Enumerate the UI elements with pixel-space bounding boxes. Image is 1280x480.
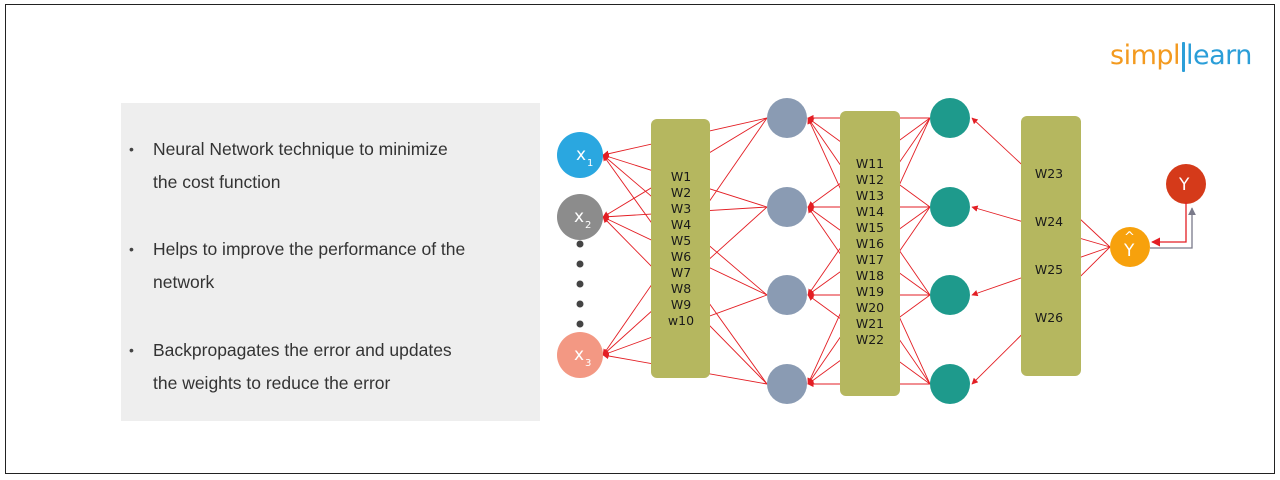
weight-label: W12 — [856, 172, 884, 187]
weight-label: W3 — [671, 201, 691, 216]
target-label: Y — [1178, 175, 1190, 195]
compare-arrow — [1150, 207, 1196, 249]
weight-box-layer1 — [651, 119, 710, 378]
weight-label: W24 — [1035, 214, 1063, 229]
ellipsis-dot — [576, 280, 584, 288]
input-x1-subscript: 1 — [587, 158, 593, 169]
hidden-layer2-node — [930, 364, 970, 404]
hidden-layer2-node — [930, 98, 970, 138]
weight-label: W5 — [671, 233, 691, 248]
input-x3-label: x — [574, 345, 584, 365]
hidden-layer1-node — [767, 98, 807, 138]
target-node — [1166, 164, 1206, 204]
bullet-item: • Helps to improve the performance of th… — [129, 233, 538, 299]
weight-label: W23 — [1035, 166, 1063, 181]
input-x1-label: x — [576, 145, 586, 165]
logo-text-simpl: simpl — [1110, 40, 1181, 71]
hidden-layer2-node — [930, 187, 970, 227]
bullet-line: Helps to improve the performance of the — [153, 239, 466, 259]
weight-label: W22 — [856, 332, 884, 347]
bullet-line: the weights to reduce the error — [153, 373, 391, 393]
hidden-layer1-node — [767, 364, 807, 404]
bullet-line: network — [153, 272, 215, 292]
prediction-hat: ^ — [1124, 230, 1135, 245]
input-x3-subscript: 3 — [585, 358, 591, 369]
weight-label: W8 — [671, 281, 691, 296]
weight-label: W19 — [856, 284, 884, 299]
bullet-line: the cost function — [153, 172, 281, 192]
bullet-item: • Backpropagates the error and updates t… — [129, 334, 538, 400]
weight-label: W16 — [856, 236, 884, 251]
bullet-line: Backpropagates the error and updates — [153, 340, 452, 360]
weight-label: W6 — [671, 249, 691, 264]
ellipsis-dot — [576, 240, 584, 248]
weight-label: W15 — [856, 220, 884, 235]
logo-text-learn: learn — [1186, 40, 1252, 71]
weight-label: W11 — [856, 156, 884, 171]
weight-label: W9 — [671, 297, 691, 312]
ellipsis-dot — [576, 300, 584, 308]
weight-label: W18 — [856, 268, 884, 283]
weight-label: W26 — [1035, 310, 1063, 325]
weight-label: W1 — [671, 169, 691, 184]
bullet-panel: • Neural Network technique to minimize t… — [121, 103, 540, 421]
connection-lines — [602, 114, 1111, 388]
input-x2-label: x — [574, 207, 584, 227]
prediction-node — [1110, 227, 1150, 267]
error-arrow — [1151, 202, 1187, 247]
input-node-x1 — [557, 132, 603, 178]
hidden-layer1-node — [767, 187, 807, 227]
weight-label: W2 — [671, 185, 691, 200]
bullet-dot: • — [129, 141, 134, 157]
input-node-x3 — [557, 332, 603, 378]
error-feedback-arrows — [1150, 202, 1196, 249]
bullet-item: • Neural Network technique to minimize t… — [129, 133, 538, 199]
ellipsis-dot — [576, 260, 584, 268]
weight-box-layer3 — [1021, 116, 1081, 376]
weight-label: W17 — [856, 252, 884, 267]
weight-label: w10 — [668, 313, 694, 328]
hidden-layer1-node — [767, 275, 807, 315]
input-ellipsis — [576, 240, 584, 328]
slide-frame — [5, 4, 1275, 474]
weight-label: W21 — [856, 316, 884, 331]
bullet-line: Neural Network technique to minimize — [153, 139, 448, 159]
weight-label: W25 — [1035, 262, 1063, 277]
weight-label: W7 — [671, 265, 691, 280]
weight-label: W14 — [856, 204, 884, 219]
prediction-label: Y — [1123, 241, 1135, 261]
weight-box-layer2 — [840, 111, 900, 396]
network-nodes — [557, 98, 1206, 404]
logo-bar — [1182, 42, 1186, 72]
weight-label: W13 — [856, 188, 884, 203]
ellipsis-dot — [576, 320, 584, 328]
bullet-dot: • — [129, 241, 134, 257]
input-node-x2 — [557, 194, 603, 240]
weight-label: W4 — [671, 217, 691, 232]
input-x2-subscript: 2 — [585, 220, 591, 231]
weight-label: W20 — [856, 300, 884, 315]
bullet-dot: • — [129, 342, 134, 358]
hidden-layer2-node — [930, 275, 970, 315]
